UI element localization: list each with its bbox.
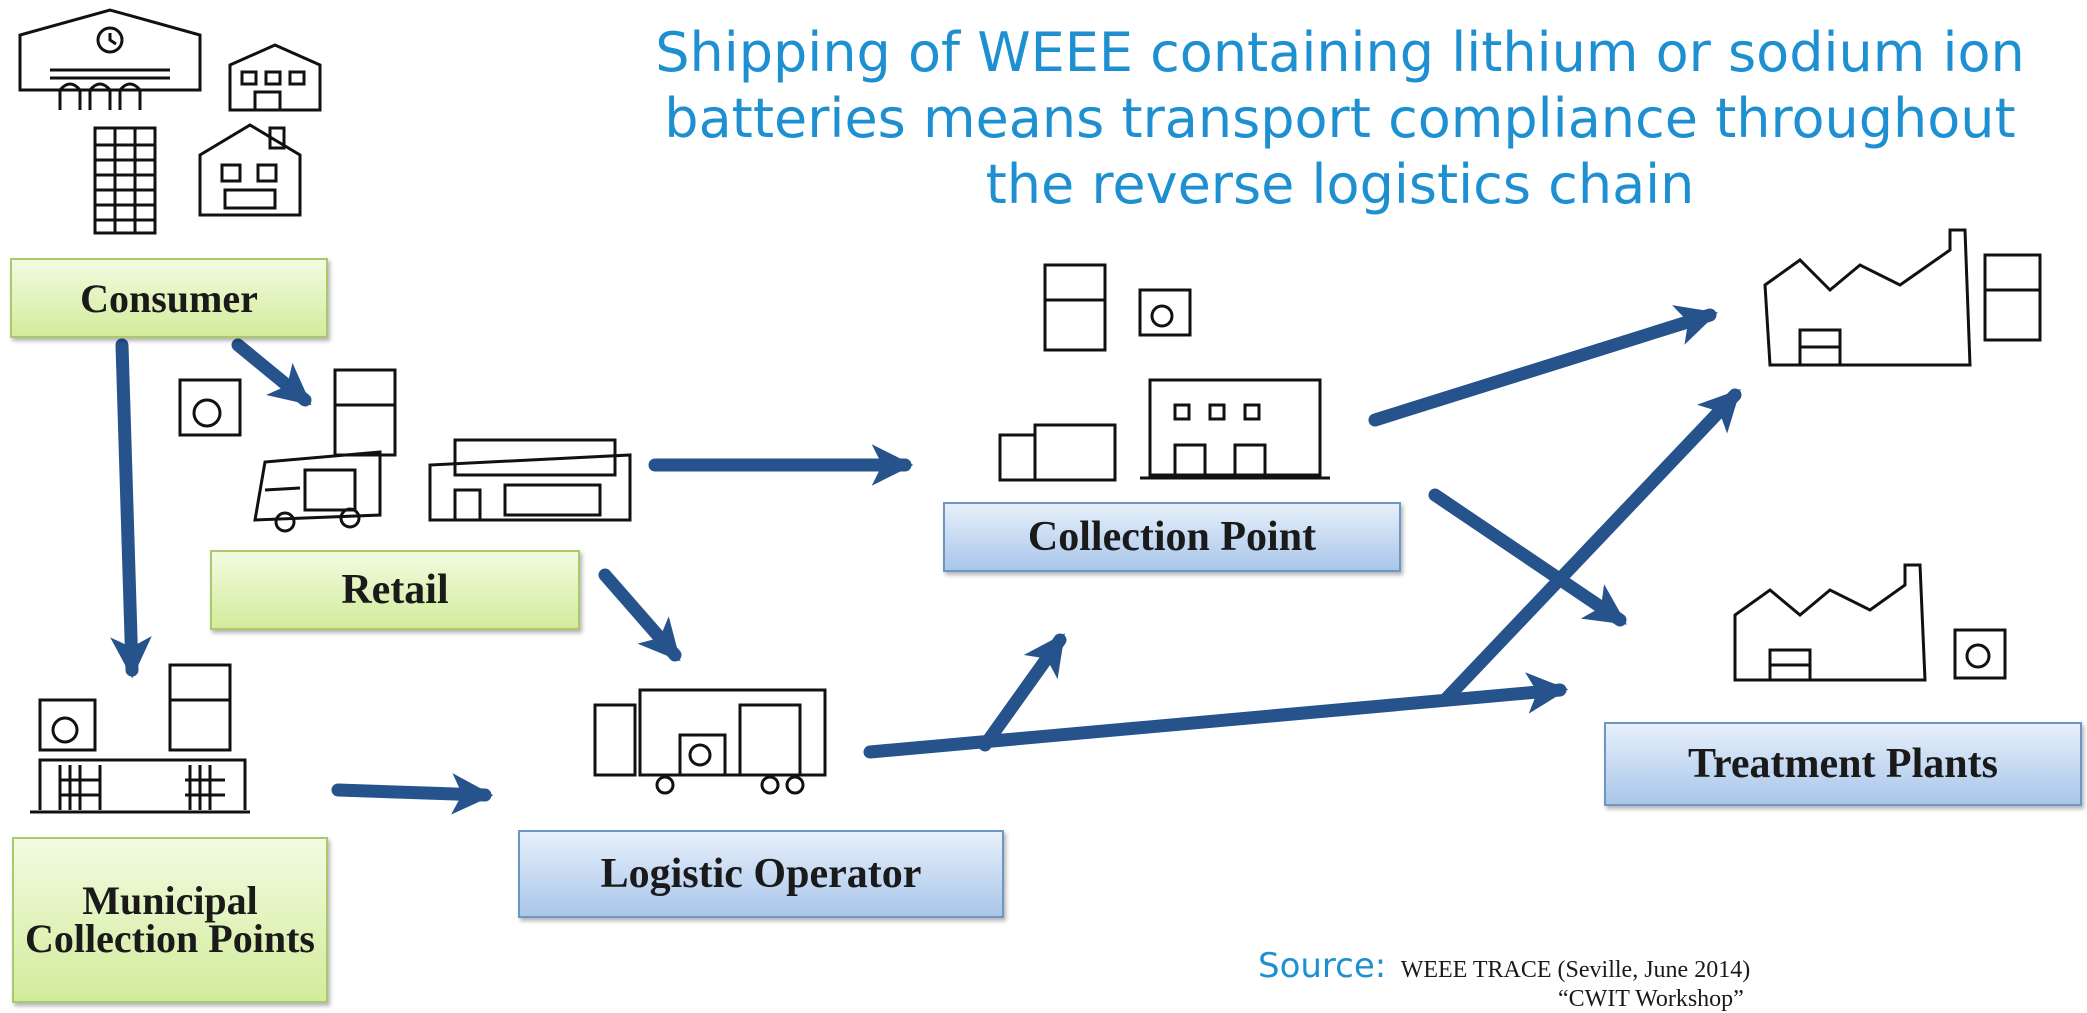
municipal-collection-points-node: Municipal Collection Points: [12, 837, 328, 1003]
collection-point-node: Collection Point: [943, 502, 1401, 572]
arrow-consumer-to-municipal: [110, 338, 152, 679]
consumer-buildings-icon: [18, 8, 322, 235]
consumer-node: Consumer: [10, 258, 328, 338]
arrow-collection-to-bottom-plant: [1428, 488, 1627, 627]
arrow-collection-to-top-plant: [1368, 305, 1718, 427]
retail-icons: [178, 368, 632, 533]
arrow-cross-to-top-plant: [1438, 388, 1742, 707]
factory-icons: [1733, 228, 2042, 682]
title-line-1: Shipping of WEEE containing lithium or s…: [655, 21, 2025, 84]
logistic-truck-icon: [593, 688, 827, 795]
flow-arrows: [110, 305, 1742, 815]
treatment-plants-node: Treatment Plants: [1604, 722, 2082, 806]
arrow-logistic-to-treatment: [863, 672, 1569, 759]
title-line-3: the reverse logistics chain: [985, 153, 1695, 216]
source-text: WEEE TRACE (Seville, June 2014): [1400, 957, 1751, 983]
arrow-consumer-to-retail: [231, 338, 312, 407]
arrow-municipal-to-logistic: [331, 773, 494, 815]
arrow-logistic-to-collection: [978, 633, 1067, 752]
source-label: Source:: [1258, 946, 1387, 986]
municipal-icons: [30, 663, 250, 814]
arrow-retail-to-logistic: [598, 568, 682, 662]
logistic-operator-node: Logistic Operator: [518, 830, 1004, 918]
diagram-title: Shipping of WEEE containing lithium or s…: [640, 20, 2040, 218]
title-line-2: batteries means transport compliance thr…: [664, 87, 2016, 150]
retail-node: Retail: [210, 550, 580, 630]
source-text-2: “CWIT Workshop”: [1558, 986, 1744, 1012]
collection-point-icons: [998, 263, 1330, 482]
source-citation: Source: WEEE TRACE (Seville, June 2014) …: [1258, 946, 1751, 1012]
